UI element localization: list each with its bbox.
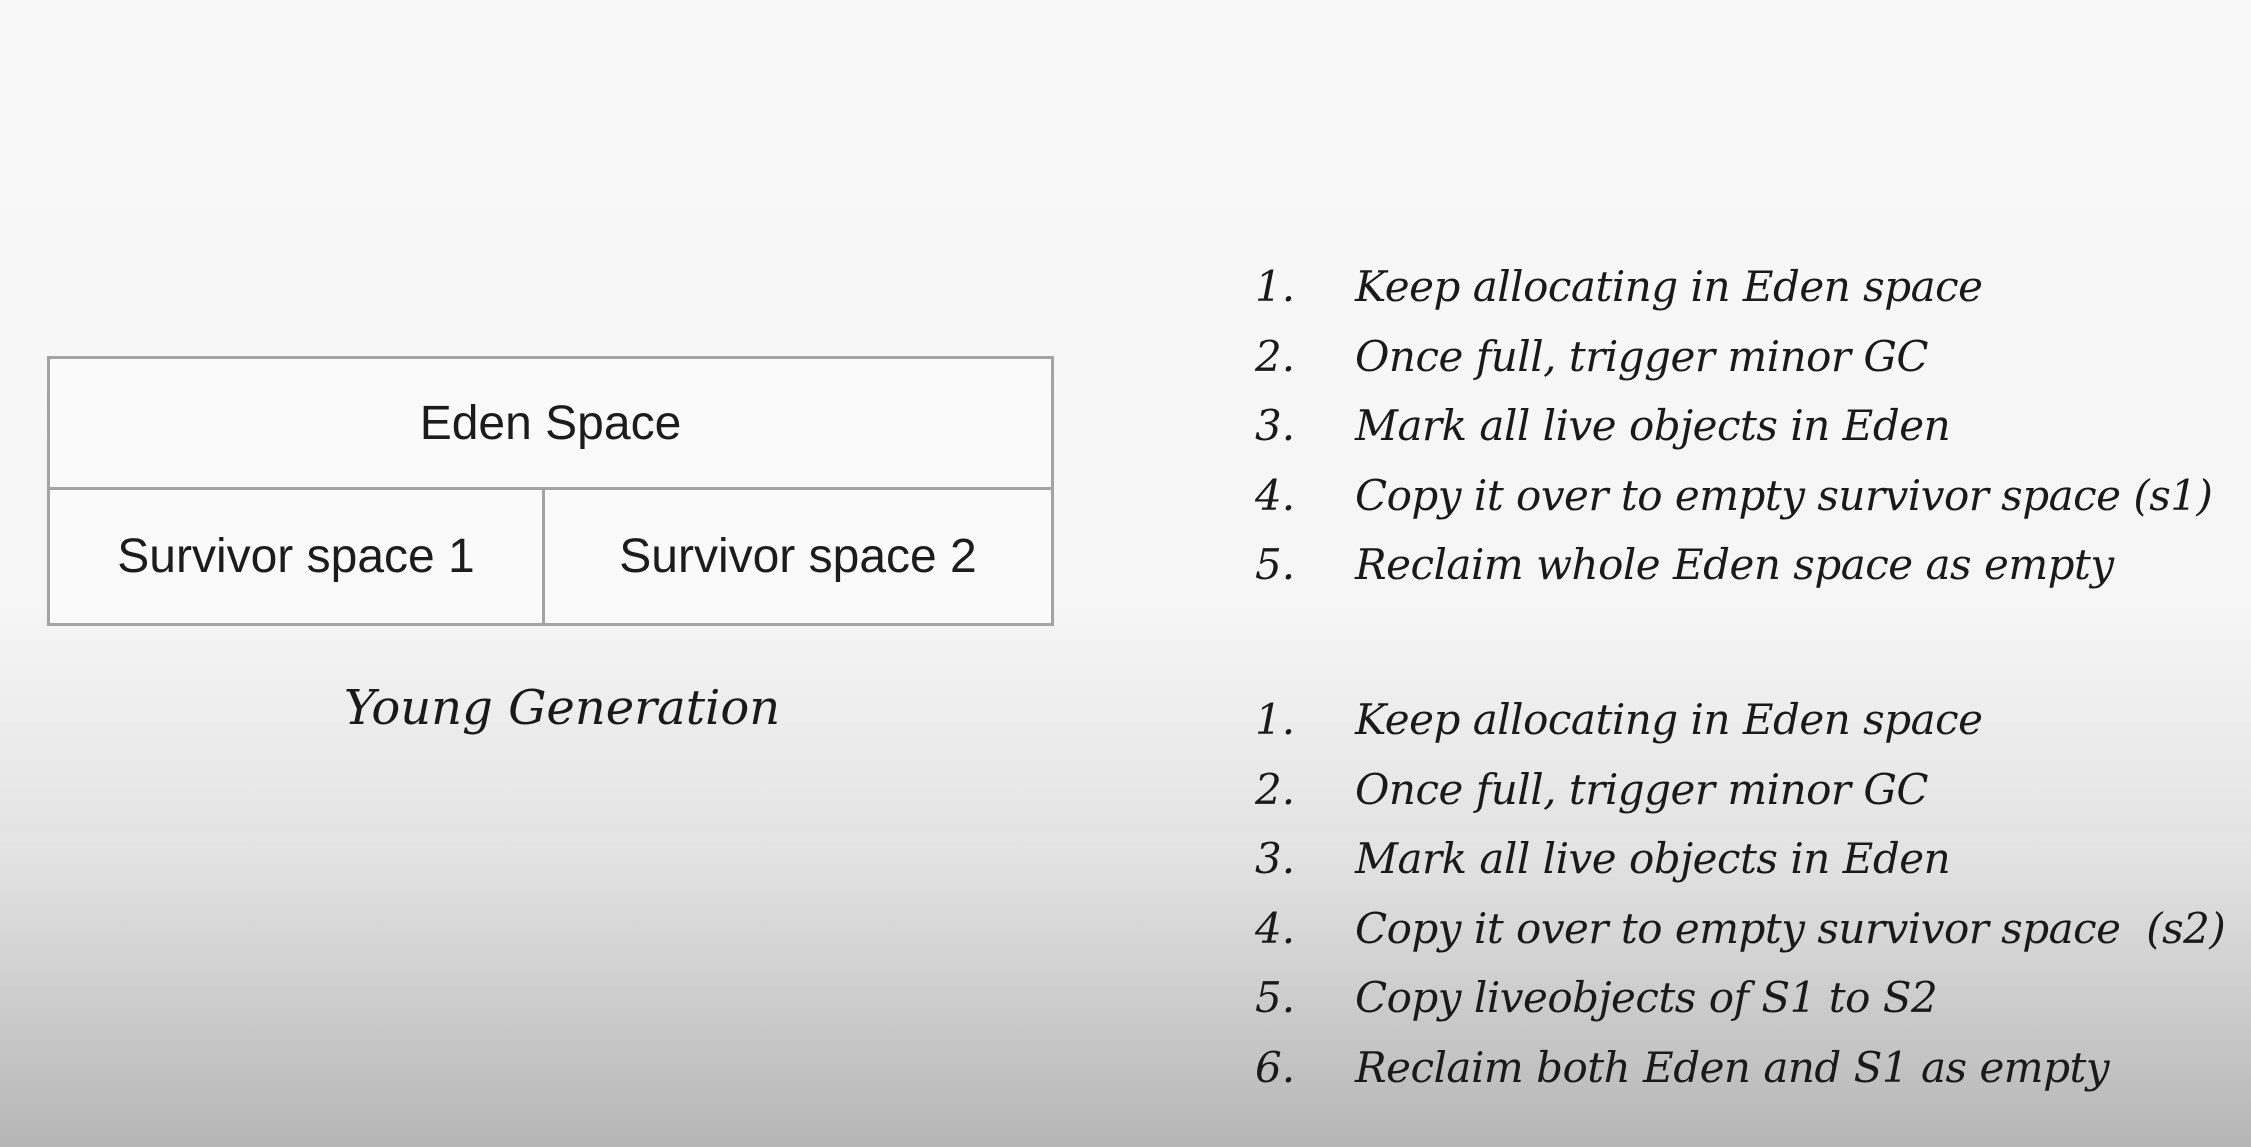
step-number: 1. (1255, 262, 1296, 312)
step-text: Keep allocating in Eden space (1355, 695, 1983, 745)
list-item: 5. Copy liveobjects of S1 to S2 (1255, 963, 2225, 1033)
step-number: 5. (1255, 540, 1296, 590)
list-item: 3. Mark all live objects in Eden (1255, 824, 2225, 894)
survivor-space-1-cell: Survivor space 1 (50, 490, 545, 623)
diagram-caption: Young Generation (343, 680, 781, 736)
list-item: 5. Reclaim whole Eden space as empty (1255, 530, 2212, 600)
list-item: 1. Keep allocating in Eden space (1255, 252, 2212, 322)
step-text: Reclaim both Eden and S1 as empty (1355, 1042, 2110, 1092)
step-text: Once full, trigger minor GC (1355, 331, 1929, 381)
step-number: 5. (1255, 973, 1296, 1023)
list-item: 1. Keep allocating in Eden space (1255, 685, 2225, 755)
step-number: 2. (1255, 331, 1296, 381)
step-number: 4. (1255, 903, 1296, 953)
list-item: 2. Once full, trigger minor GC (1255, 322, 2212, 392)
step-text: Copy liveobjects of S1 to S2 (1355, 973, 1938, 1023)
eden-space-label: Eden Space (419, 396, 682, 450)
step-text: Once full, trigger minor GC (1355, 764, 1929, 814)
young-generation-diagram: Eden Space Survivor space 1 Survivor spa… (47, 356, 1054, 626)
list-item: 3. Mark all live objects in Eden (1255, 391, 2212, 461)
step-number: 1. (1255, 695, 1296, 745)
list-item: 6. Reclaim both Eden and S1 as empty (1255, 1033, 2225, 1103)
step-number: 2. (1255, 764, 1296, 814)
step-text: Reclaim whole Eden space as empty (1355, 540, 2114, 590)
step-text: Mark all live objects in Eden (1355, 401, 1951, 451)
list-item: 2. Once full, trigger minor GC (1255, 755, 2225, 825)
survivor-space-1-label: Survivor space 1 (117, 530, 475, 583)
step-number: 6. (1255, 1042, 1296, 1092)
step-text: Mark all live objects in Eden (1355, 834, 1951, 884)
list-item: 4. Copy it over to empty survivor space … (1255, 461, 2213, 531)
second-gc-steps-list: 1. Keep allocating in Eden space 2. Once… (1255, 685, 2226, 1103)
list-item: 4. Copy it over to empty survivor space … (1255, 894, 2226, 964)
step-text: Keep allocating in Eden space (1355, 262, 1983, 312)
survivor-space-2-cell: Survivor space 2 (545, 490, 1051, 623)
step-number: 4. (1255, 470, 1296, 520)
first-gc-steps-list: 1. Keep allocating in Eden space 2. Once… (1255, 252, 2213, 600)
step-text: Copy it over to empty survivor space (s1… (1355, 470, 2213, 520)
survivor-space-2-label: Survivor space 2 (619, 530, 977, 583)
step-number: 3. (1255, 401, 1296, 451)
eden-space-cell: Eden Space (50, 359, 1051, 490)
step-number: 3. (1255, 834, 1296, 884)
step-text: Copy it over to empty survivor space (s2… (1355, 903, 2226, 953)
